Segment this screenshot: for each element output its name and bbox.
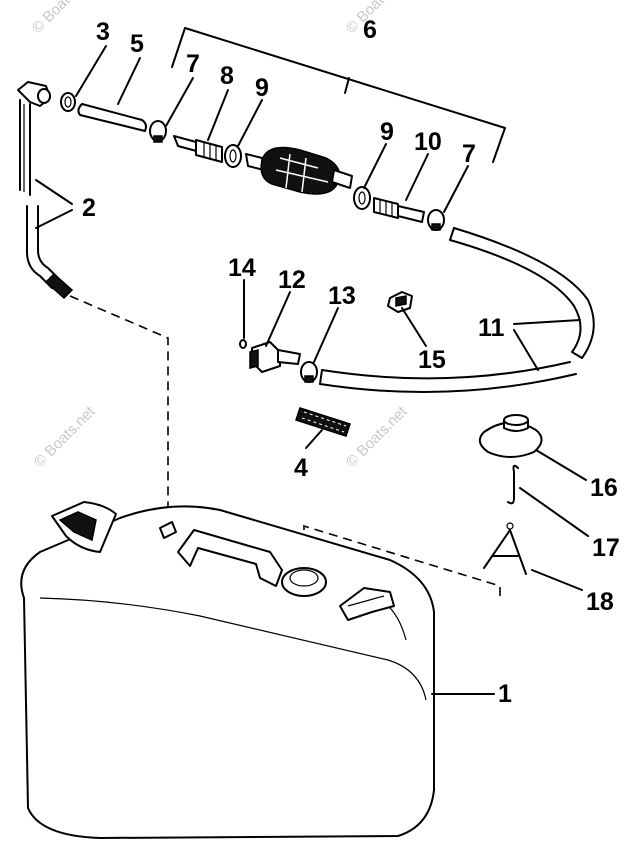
hose-clamp-7-left [149,120,167,143]
check-valve-8 [173,135,223,163]
part-labels: 1 2 3 4 5 6 7 8 9 9 10 7 11 12 13 14 15 … [82,16,620,708]
primer-bulb [245,146,353,195]
label-part-12: 12 [278,266,306,294]
hose-clamp-3 [60,92,76,112]
label-part-9-right: 9 [380,118,394,146]
label-part-3: 3 [96,18,110,46]
hose-clamp-13 [300,361,318,383]
label-part-4: 4 [294,454,308,482]
tank-connector-12 [249,341,301,373]
label-part-2: 2 [82,194,96,222]
fuel-hose-11 [319,227,595,393]
filler-cap-16 [478,414,543,458]
leader-lines [75,45,589,695]
label-part-1: 1 [498,680,512,708]
filter-screen-4 [295,407,351,437]
watermark-top-left: © Boats.net [29,0,97,37]
label-part-16: 16 [590,474,618,502]
fuel-tank-1 [20,501,435,839]
engine-connector-and-line [17,81,74,300]
gasket-chain-18 [483,522,527,575]
label-part-14: 14 [228,254,256,282]
label-part-9-left: 9 [255,74,269,102]
hose-clamp-9-right [353,186,371,210]
o-ring-14 [239,339,247,349]
label-part-15: 15 [418,346,446,374]
label-part-18: 18 [586,588,614,616]
bulb-assembly-bracket [171,27,506,163]
label-part-17: 17 [592,534,620,562]
check-valve-10 [373,197,425,223]
hose-clamp-7-right [427,209,445,231]
watermark-center: © Boats.net [343,403,411,471]
hose-clamp-9-left [224,144,242,168]
retainer-hook-17 [507,464,519,505]
label-part-10: 10 [414,128,442,156]
label-part-11: 11 [478,314,505,342]
watermark-left: © Boats.net [31,403,99,471]
label-part-7-right: 7 [462,140,476,168]
connector-path-line [69,295,169,520]
label-part-6: 6 [363,16,377,44]
label-part-7-left: 7 [186,50,200,78]
label-part-5: 5 [130,30,144,58]
fitting-15 [387,291,413,313]
short-hose-5 [77,103,147,132]
label-part-8: 8 [220,62,234,90]
label-part-13: 13 [328,282,356,310]
